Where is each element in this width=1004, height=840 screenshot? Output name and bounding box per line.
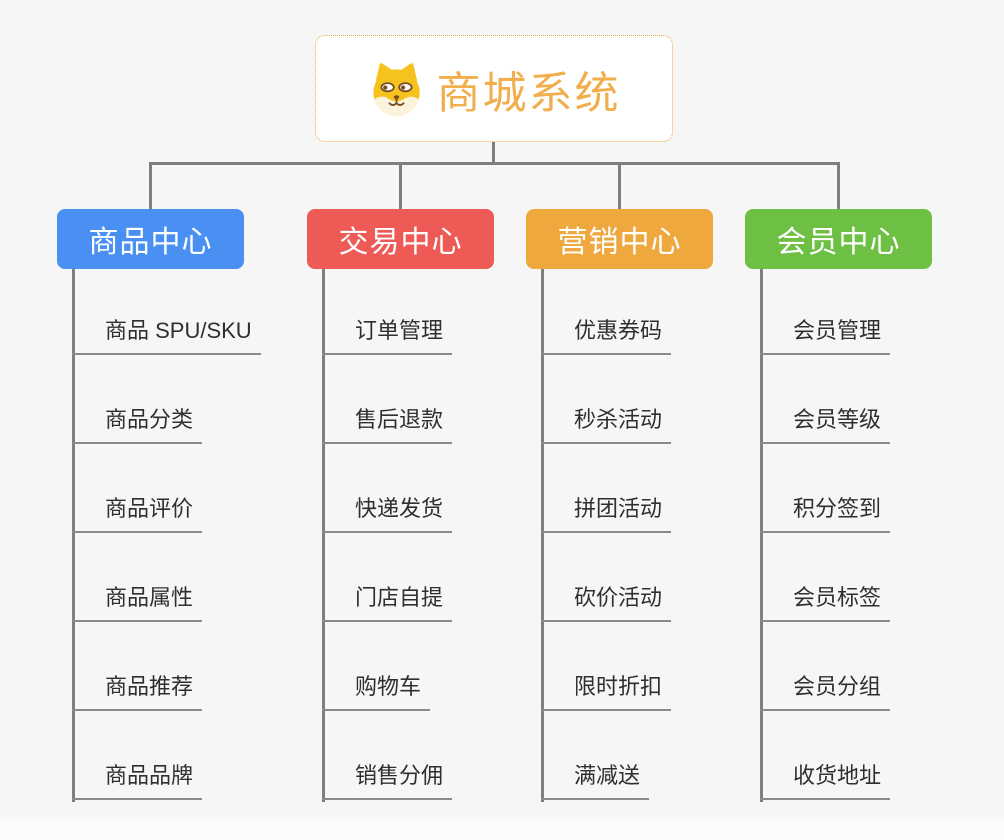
connector-drop-3 (837, 162, 840, 209)
branch-spine-1 (322, 269, 325, 802)
leaf-item[interactable]: 会员管理 (760, 317, 891, 355)
leaf-item[interactable]: 砍价活动 (541, 584, 672, 622)
leaf-item[interactable]: 商品评价 (72, 495, 203, 533)
branch-header-label: 商品中心 (88, 226, 213, 259)
branch-spine-0 (72, 269, 75, 802)
leaf-item[interactable]: 会员分组 (760, 673, 891, 711)
leaf-item[interactable]: 售后退款 (322, 406, 453, 444)
connector-rail (149, 162, 840, 165)
leaf-item[interactable]: 快递发货 (322, 495, 453, 533)
branch-header-1[interactable]: 交易中心 (307, 209, 494, 269)
branch-header-label: 会员中心 (776, 226, 901, 259)
connector-drop-2 (618, 162, 621, 209)
leaf-item[interactable]: 会员等级 (760, 406, 891, 444)
leaf-item[interactable]: 商品属性 (72, 584, 203, 622)
leaf-item[interactable]: 收货地址 (760, 762, 891, 800)
branch-header-3[interactable]: 会员中心 (745, 209, 932, 269)
leaf-item[interactable]: 会员标签 (760, 584, 891, 622)
leaf-item[interactable]: 门店自提 (322, 584, 453, 622)
leaf-item[interactable]: 购物车 (322, 673, 431, 711)
leaf-item[interactable]: 积分签到 (760, 495, 891, 533)
bottom-strip (0, 817, 1004, 840)
leaf-item[interactable]: 优惠券码 (541, 317, 672, 355)
branch-spine-2 (541, 269, 544, 802)
branch-header-0[interactable]: 商品中心 (57, 209, 244, 269)
dog-face-icon (368, 59, 425, 119)
connector-drop-1 (399, 162, 402, 209)
leaf-item[interactable]: 销售分佣 (322, 762, 453, 800)
leaf-item[interactable]: 秒杀活动 (541, 406, 672, 444)
leaf-item[interactable]: 商品分类 (72, 406, 203, 444)
connector-root-stem (492, 142, 495, 165)
leaf-item[interactable]: 商品品牌 (72, 762, 203, 800)
root-node[interactable]: 商城系统 (315, 35, 673, 142)
leaf-item[interactable]: 限时折扣 (541, 673, 672, 711)
leaf-item[interactable]: 商品 SPU/SKU (72, 317, 261, 355)
leaf-item[interactable]: 满减送 (541, 762, 650, 800)
connector-drop-0 (149, 162, 152, 209)
branch-header-label: 营销中心 (557, 226, 682, 259)
leaf-item[interactable]: 订单管理 (322, 317, 453, 355)
branch-header-label: 交易中心 (338, 226, 463, 259)
branch-header-2[interactable]: 营销中心 (526, 209, 713, 269)
branch-spine-3 (760, 269, 763, 802)
leaf-item[interactable]: 商品推荐 (72, 673, 203, 711)
root-title: 商城系统 (436, 68, 621, 118)
leaf-item[interactable]: 拼团活动 (541, 495, 672, 533)
